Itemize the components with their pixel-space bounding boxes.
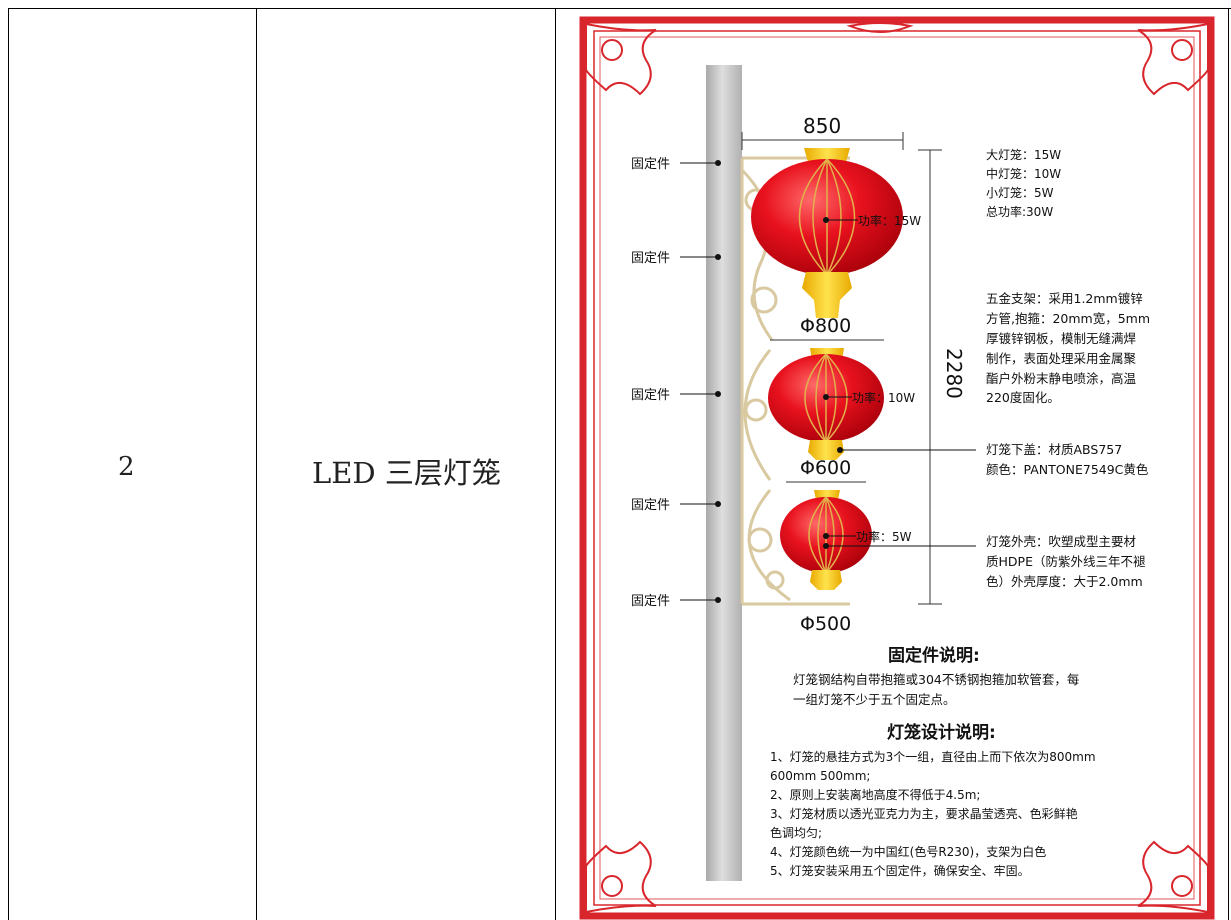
fixing-label: 固定件	[631, 594, 670, 609]
svg-text:1、灯笼的悬挂方式为3个一组，直径由上而下依次为800mm: 1、灯笼的悬挂方式为3个一组，直径由上而下依次为800mm	[770, 749, 1096, 764]
design-title: 灯笼设计说明:	[887, 722, 996, 743]
power-label-medium: 功率：10W	[852, 390, 915, 405]
decorative-frame	[579, 16, 1215, 920]
table-top-border	[8, 8, 1231, 9]
table-divider-1	[256, 8, 257, 920]
svg-text:色）外壳厚度：大于2.0mm: 色）外壳厚度：大于2.0mm	[986, 574, 1143, 589]
svg-text:方管,抱箍：20mm宽，5mm: 方管,抱箍：20mm宽，5mm	[986, 311, 1150, 326]
bracket-spec: 五金支架：采用1.2mm镀锌 方管,抱箍：20mm宽，5mm 厚镀锌钢板，模制无…	[986, 291, 1150, 405]
shell-spec: 灯笼外壳：吹塑成型主要材 质HDPE（防紫外线三年不褪 色）外壳厚度：大于2.0…	[986, 534, 1146, 589]
fixing-desc: 灯笼钢结构自带抱箍或304不锈钢抱箍加软管套，每 一组灯笼不少于五个固定点。	[793, 672, 1079, 707]
row-index: 2	[118, 452, 135, 482]
table-divider-2	[555, 8, 556, 920]
svg-text:总功率:30W: 总功率:30W	[986, 204, 1053, 219]
dimension-lines	[741, 132, 942, 605]
fixing-label: 固定件	[631, 251, 670, 266]
svg-text:大灯笼：15W: 大灯笼：15W	[986, 147, 1061, 162]
svg-text:2、原则上安装离地高度不得低于4.5m;: 2、原则上安装离地高度不得低于4.5m;	[770, 787, 980, 802]
fixing-label: 固定件	[631, 498, 670, 513]
svg-text:小灯笼：5W: 小灯笼：5W	[986, 185, 1054, 200]
design-notes: 1、灯笼的悬挂方式为3个一组，直径由上而下依次为800mm 600mm 500m…	[770, 749, 1096, 878]
fixing-label: 固定件	[631, 388, 670, 403]
bracket	[740, 156, 850, 606]
width-dimension: 850	[803, 114, 841, 138]
power-specs: 大灯笼：15W 中灯笼：10W 小灯笼：5W 总功率:30W	[986, 147, 1061, 219]
diameter-large: Φ800	[800, 315, 851, 337]
diameter-medium: Φ600	[800, 457, 851, 479]
svg-text:3、灯笼材质以透光亚克力为主，要求晶莹透亮、色彩鲜艳: 3、灯笼材质以透光亚克力为主，要求晶莹透亮、色彩鲜艳	[770, 806, 1078, 821]
svg-text:一组灯笼不少于五个固定点。: 一组灯笼不少于五个固定点。	[793, 692, 956, 707]
svg-text:600mm 500mm;: 600mm 500mm;	[770, 769, 870, 783]
table-border-left	[8, 8, 9, 920]
height-dimension: 2280	[942, 348, 966, 399]
svg-text:4、灯笼颜色统一为中国红(色号R230)，支架为白色: 4、灯笼颜色统一为中国红(色号R230)，支架为白色	[770, 844, 1046, 859]
svg-text:颜色：PANTONE7549C黄色: 颜色：PANTONE7549C黄色	[986, 462, 1149, 477]
cover-spec: 灯笼下盖：材质ABS757 颜色：PANTONE7549C黄色	[986, 442, 1149, 477]
svg-text:灯笼外壳：吹塑成型主要材: 灯笼外壳：吹塑成型主要材	[986, 534, 1136, 549]
svg-text:灯笼钢结构自带抱箍或304不锈钢抱箍加软管套，每: 灯笼钢结构自带抱箍或304不锈钢抱箍加软管套，每	[793, 672, 1079, 687]
power-label-large: 功率：15W	[858, 213, 921, 228]
svg-text:五金支架：采用1.2mm镀锌: 五金支架：采用1.2mm镀锌	[986, 291, 1143, 306]
svg-text:220度固化。: 220度固化。	[986, 390, 1060, 405]
svg-text:酯户外粉末静电喷涂，高温: 酯户外粉末静电喷涂，高温	[986, 371, 1137, 386]
diameter-small: Φ500	[800, 613, 851, 635]
svg-text:制作，表面处理采用金属聚: 制作，表面处理采用金属聚	[986, 351, 1137, 366]
svg-text:5、灯笼安装采用五个固定件，确保安全、牢固。: 5、灯笼安装采用五个固定件，确保安全、牢固。	[770, 863, 1030, 878]
table-border-right	[1228, 8, 1229, 920]
svg-text:质HDPE（防紫外线三年不褪: 质HDPE（防紫外线三年不褪	[986, 554, 1146, 569]
svg-text:厚镀锌钢板，模制无缝满焊: 厚镀锌钢板，模制无缝满焊	[986, 331, 1136, 346]
svg-text:色调均匀;: 色调均匀;	[770, 826, 822, 840]
fixing-labels: 固定件 固定件 固定件 固定件 固定件	[631, 157, 721, 609]
fixing-title: 固定件说明:	[888, 645, 980, 666]
lantern-large	[751, 148, 903, 318]
product-name: LED 三层灯笼	[312, 456, 501, 490]
pole	[706, 65, 742, 881]
svg-text:灯笼下盖：材质ABS757: 灯笼下盖：材质ABS757	[986, 442, 1122, 457]
fixing-label: 固定件	[631, 157, 670, 172]
svg-text:中灯笼：10W: 中灯笼：10W	[986, 166, 1061, 181]
power-label-small: 功率：5W	[856, 529, 912, 544]
